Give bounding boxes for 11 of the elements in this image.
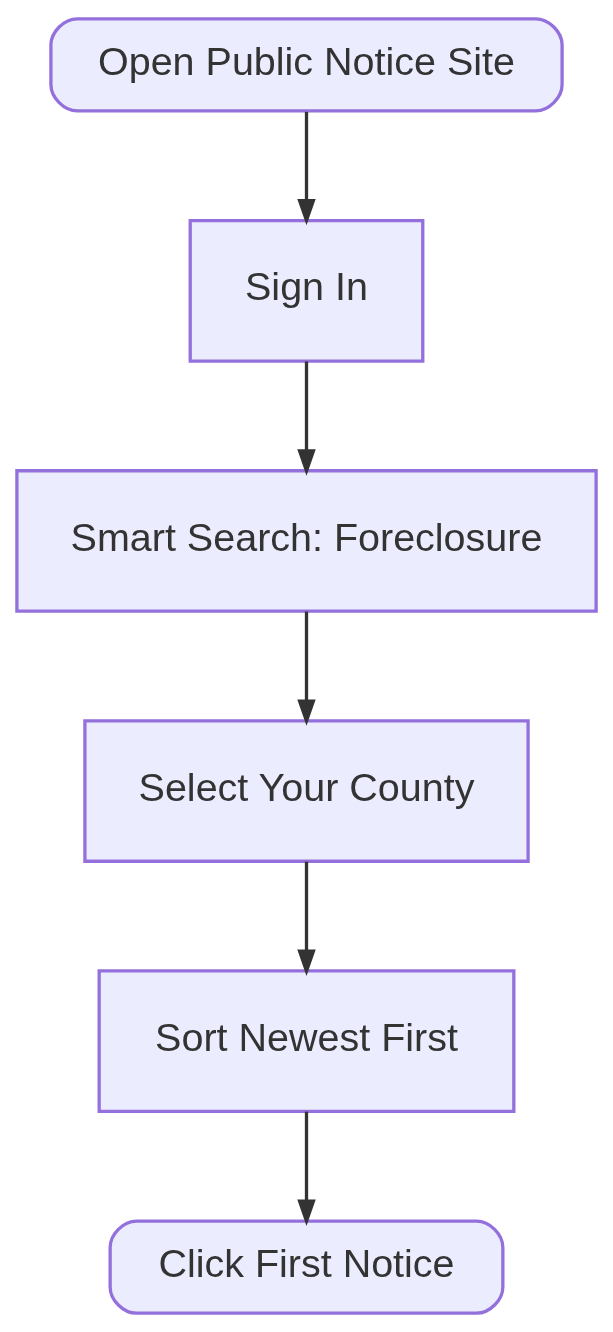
node-box: Smart Search: Foreclosure bbox=[15, 469, 598, 613]
arrow bbox=[297, 1111, 316, 1226]
node-box: Click First Notice bbox=[108, 1219, 505, 1315]
node-box: Sign In bbox=[188, 218, 425, 363]
arrow bbox=[297, 111, 316, 226]
node-box: Sort Newest First bbox=[97, 969, 516, 1114]
arrow bbox=[297, 611, 316, 726]
node-box: Select Your County bbox=[83, 719, 530, 863]
arrow bbox=[297, 861, 316, 976]
node-box: Open Public Notice Site bbox=[49, 17, 564, 113]
arrow bbox=[297, 361, 316, 476]
